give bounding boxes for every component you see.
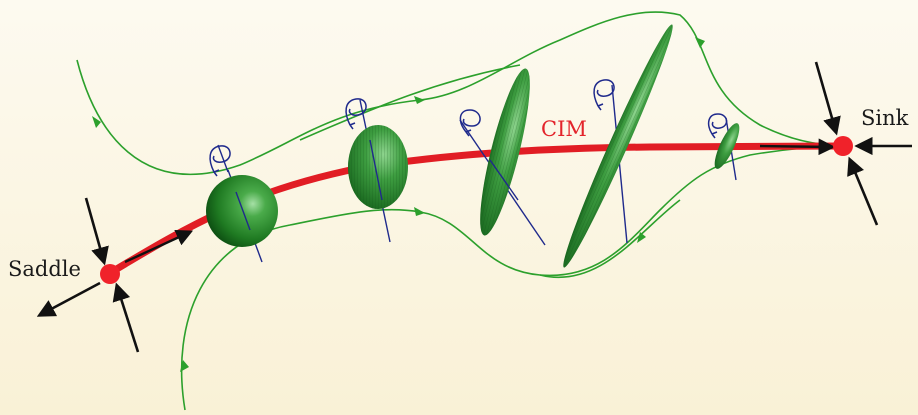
sink-arrow-top (814, 61, 841, 136)
sink-label: Sink (861, 106, 909, 130)
trajectory-upper (299, 64, 521, 141)
sink-dot (833, 136, 853, 156)
manifold-arrow (759, 138, 836, 156)
fibers-front (235, 139, 519, 231)
trajectory-arrow (414, 96, 425, 104)
sink-point (814, 61, 912, 226)
trajectory-lower (539, 199, 681, 278)
rotation-icon (209, 144, 231, 177)
trajectory-arrow (695, 37, 705, 48)
manifold-arrow (124, 230, 194, 264)
saddle-label: Saddle (8, 257, 81, 281)
sink-arrow-bottom (847, 156, 879, 226)
fiber-2-front (369, 139, 383, 201)
manifold-label: CIM (541, 117, 587, 141)
rotation-icon (707, 113, 728, 139)
rotation-symbols (209, 79, 728, 177)
fiber-3-front (489, 159, 519, 201)
trajectory-arrow (414, 207, 425, 216)
rotation-icon (459, 109, 481, 137)
ellipsoids (206, 24, 740, 268)
saddle-outgoing-arrow (36, 281, 101, 317)
saddle-incoming-arrow-top (84, 197, 109, 266)
saddle-point (36, 197, 140, 353)
rotation-icon (593, 79, 615, 111)
trajectory-arrow (180, 360, 189, 372)
fiber-1-front (235, 191, 251, 231)
trajectory-arrow (637, 232, 646, 243)
saddle-dot (100, 264, 120, 284)
trajectory-arrow (92, 116, 101, 128)
sphere-ellipsoid (206, 175, 278, 247)
ellipsoid-2-hatch (348, 125, 408, 209)
rotation-icon (345, 98, 367, 130)
ellipsoid-3-hatch (480, 68, 530, 236)
ellipsoid-5 (714, 123, 740, 169)
saddle-incoming-arrow-bottom (112, 282, 140, 353)
trajectory-top-left (76, 11, 839, 176)
ellipsoid-4-hatch (563, 24, 673, 268)
